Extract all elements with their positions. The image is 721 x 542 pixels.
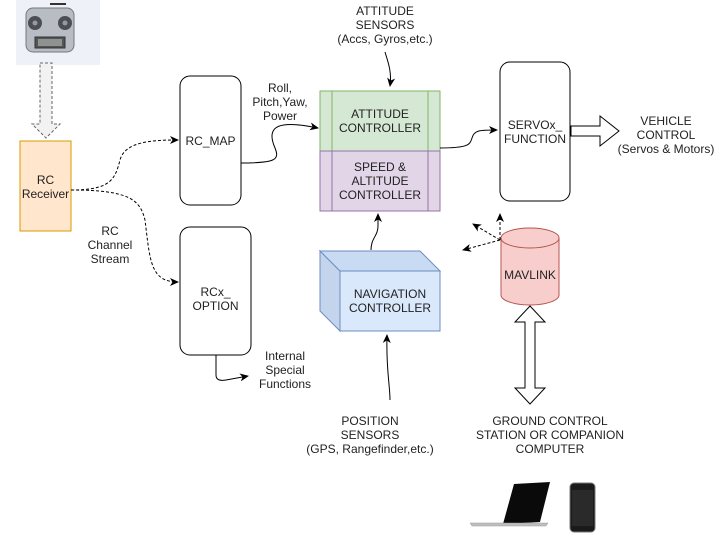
mavlink-database[interactable] xyxy=(500,227,560,306)
speed-altitude-label-line1: SPEED & xyxy=(353,160,407,174)
rc-receiver-label-line2: Receiver xyxy=(21,187,70,201)
ground-control-line3: COMPUTER xyxy=(515,442,585,456)
position-sensors-line2: SENSORS xyxy=(340,428,400,442)
internal-special-functions-label: Internal Special Functions xyxy=(255,349,315,391)
receiver-to-rcmap-connector xyxy=(70,136,179,191)
attitude-sensors-line3: (Accs, Gyros,etc.) xyxy=(337,32,433,46)
attitude-controller-label-line2: CONTROLLER xyxy=(338,121,421,135)
rcx-option-label: RCx_ OPTION xyxy=(180,285,251,313)
ground-control-line2: STATION OR COMPANION xyxy=(475,428,624,442)
laptop-icon xyxy=(469,482,550,527)
rc-map-box[interactable] xyxy=(179,75,242,206)
rcx-option-label-line1: RCx_ xyxy=(200,285,231,299)
receiver-to-rcxoption-connector xyxy=(70,189,179,286)
position-sensors-label: POSITION SENSORS (GPS, Rangefinder,etc.) xyxy=(300,414,440,456)
rcxoption-to-special-functions-connector xyxy=(215,355,249,382)
roll-pitch-yaw-label: Roll, Pitch,Yaw, Power xyxy=(245,81,315,123)
rc-channel-stream-line2: Channel xyxy=(87,238,133,252)
ground-control-label: GROUND CONTROL STATION OR COMPANION COMP… xyxy=(470,414,630,456)
attitude-controller-box[interactable] xyxy=(319,90,441,152)
rc-channel-stream-label: RC Channel Stream xyxy=(80,224,140,266)
mavlink-label: MAVLINK xyxy=(504,268,556,282)
phone-icon xyxy=(569,482,596,533)
vehicle-control-line3: (Servos & Motors) xyxy=(617,142,715,156)
position-sensors-arrow xyxy=(382,334,391,401)
rc-channel-stream-line3: Stream xyxy=(90,252,130,266)
pitch-yaw-line: Pitch,Yaw, xyxy=(252,95,308,109)
mavlink-broadcast-arrows xyxy=(462,213,504,252)
navigation-controller-label: NAVIGATION CONTROLLER xyxy=(340,287,440,315)
attitude-sensors-line1: ATTITUDE xyxy=(356,4,414,18)
speed-altitude-label-line2: ALTITUDE xyxy=(351,174,409,188)
rc-receiver-label-line1: RC xyxy=(36,173,55,187)
speed-altitude-label-line3: CONTROLLER xyxy=(338,188,421,202)
navigation-label-line1: NAVIGATION xyxy=(353,287,427,301)
position-sensors-line3: (GPS, Rangefinder,etc.) xyxy=(306,442,434,456)
attitude-controller-label-line1: ATTITUDE xyxy=(351,107,409,121)
rcx-option-label-line2: OPTION xyxy=(192,299,239,313)
servox-function-label: SERVOx_ FUNCTION xyxy=(500,118,570,146)
speed-altitude-controller-box[interactable] xyxy=(319,150,441,212)
roll-line: Roll, xyxy=(267,81,292,95)
rc-map-label: RC_MAP xyxy=(185,134,236,148)
position-sensors-line1: POSITION xyxy=(341,414,399,428)
nav-to-speed-connector xyxy=(370,213,382,251)
internal-line: Internal xyxy=(264,349,306,363)
rc-receiver-label: RC Receiver xyxy=(20,173,71,201)
functions-line: Functions xyxy=(258,377,312,391)
vehicle-control-line1: VEHICLE xyxy=(640,114,692,128)
attitude-to-servo-connector xyxy=(439,126,498,149)
servox-label-line1: SERVOx_ xyxy=(507,118,563,132)
ground-control-line1: GROUND CONTROL xyxy=(492,414,608,428)
attitude-sensors-line2: SENSORS xyxy=(355,18,415,32)
mavlink-gcs-double-arrow xyxy=(513,305,547,405)
servox-function-box[interactable] xyxy=(499,61,571,202)
servox-label-line2: FUNCTION xyxy=(504,132,566,146)
attitude-controller-label: ATTITUDE CONTROLLER xyxy=(320,107,440,135)
rc-transmitter-icon xyxy=(16,0,100,65)
special-line: Special xyxy=(265,363,305,377)
attitude-sensors-arrow xyxy=(384,51,396,87)
vehicle-control-label: VEHICLE CONTROL (Servos & Motors) xyxy=(612,114,720,156)
rcmap-to-attitude-connector xyxy=(240,122,319,164)
transmitter-to-receiver-arrow xyxy=(30,62,62,139)
attitude-sensors-label: ATTITUDE SENSORS (Accs, Gyros,etc.) xyxy=(320,4,450,46)
vehicle-control-arrow xyxy=(570,114,620,148)
speed-altitude-controller-label: SPEED & ALTITUDE CONTROLLER xyxy=(320,160,440,202)
rc-receiver-box[interactable] xyxy=(19,140,72,232)
vehicle-control-line2: CONTROL xyxy=(636,128,696,142)
navigation-controller-box[interactable] xyxy=(318,249,442,333)
rc-channel-stream-line1: RC xyxy=(101,224,119,238)
navigation-label-line2: CONTROLLER xyxy=(348,301,431,315)
power-line: Power xyxy=(262,109,297,123)
